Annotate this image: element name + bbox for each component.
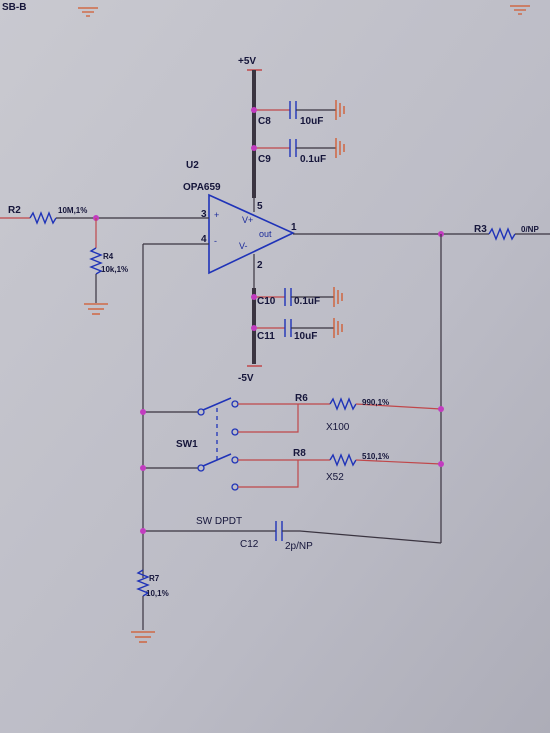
c10-ref: C10	[257, 296, 276, 307]
pin-inv-number: 4	[201, 234, 207, 245]
c9-value: 0.1uF	[300, 154, 326, 165]
r3-ref: R3	[474, 224, 487, 235]
junction-dot	[140, 528, 146, 534]
pin-vminus-number: 2	[257, 260, 263, 271]
ground-symbol-r7	[131, 631, 155, 643]
r6-ref: R6	[295, 393, 308, 404]
resistor-r3	[488, 227, 516, 241]
ground-symbol-c10	[333, 287, 343, 307]
opamp-symbol	[208, 193, 295, 275]
capacitor-c8	[289, 101, 336, 119]
opamp-part: OPA659	[183, 182, 221, 193]
r7-value: 10,1%	[146, 589, 169, 598]
r8-ref: R8	[293, 448, 306, 459]
c8-value: 10uF	[300, 116, 323, 127]
ground-symbol-top-2	[510, 5, 530, 15]
c11-value: 10uF	[294, 331, 317, 342]
wire-r6-out	[355, 403, 442, 410]
resistor-r2	[29, 211, 57, 225]
c8-ref: C8	[258, 116, 271, 127]
resistor-r7	[136, 569, 150, 597]
pin-out-number: 1	[291, 222, 297, 233]
junction-dot	[251, 325, 257, 331]
junction-dot	[438, 406, 444, 412]
resistor-r8	[329, 453, 357, 467]
c10-value: 0.1uF	[294, 296, 320, 307]
capacitor-c9	[289, 139, 336, 157]
ground-symbol-r4	[84, 303, 108, 315]
r8-gain-note: X52	[326, 472, 344, 483]
c11-ref: C11	[257, 331, 275, 342]
wire-r8-out	[355, 459, 442, 465]
junction-dot	[438, 461, 444, 467]
wire-throw-b2	[238, 460, 299, 488]
capacitor-c10	[284, 288, 334, 306]
opamp-out-label: out	[259, 229, 272, 239]
junction-dot	[251, 145, 257, 151]
c12-ref: C12	[240, 539, 259, 550]
resistor-r4	[89, 247, 103, 275]
ground-symbol-c9	[335, 138, 345, 158]
switch-ref: SW1	[176, 439, 198, 450]
resistor-r6	[329, 397, 357, 411]
ground-symbol-top-1	[78, 7, 98, 17]
junction-dot	[140, 465, 146, 471]
r4-value: 10k,1%	[101, 265, 128, 274]
ground-symbol-c8	[335, 100, 345, 120]
r8-value: 510,1%	[362, 452, 389, 461]
wire-c12-right	[282, 530, 442, 544]
opamp-minus-sign: -	[214, 236, 217, 246]
r2-ref: R2	[8, 205, 21, 216]
capacitor-c11	[284, 319, 334, 337]
opamp-plus-sign: +	[214, 210, 219, 220]
r3-value: 0/NP	[521, 225, 539, 234]
supply-neg-label: -5V	[238, 373, 254, 384]
r6-gain-note: X100	[326, 422, 350, 433]
pin-vplus-number: 5	[257, 201, 263, 212]
junction-dot	[251, 107, 257, 113]
opamp-ref: U2	[186, 160, 199, 171]
junction-dot	[251, 294, 257, 300]
junction-dot	[140, 409, 146, 415]
switch-type: SW DPDT	[196, 516, 242, 527]
opamp-vminus-label: V-	[239, 241, 248, 251]
ground-symbol-c11	[333, 318, 343, 338]
wire-throw-a2	[238, 404, 299, 433]
pin-noninv-number: 3	[201, 209, 207, 220]
r4-ref: R4	[103, 252, 114, 261]
r7-ref: R7	[149, 574, 160, 583]
c12-value: 2p/NP	[285, 541, 313, 552]
sheet-title: SB-B	[2, 2, 26, 13]
opamp-vplus-label: V+	[242, 215, 253, 225]
r6-value: 990,1%	[362, 398, 389, 407]
supply-pos-label: +5V	[238, 56, 256, 67]
c9-ref: C9	[258, 154, 271, 165]
r2-value: 10M,1%	[58, 206, 87, 215]
